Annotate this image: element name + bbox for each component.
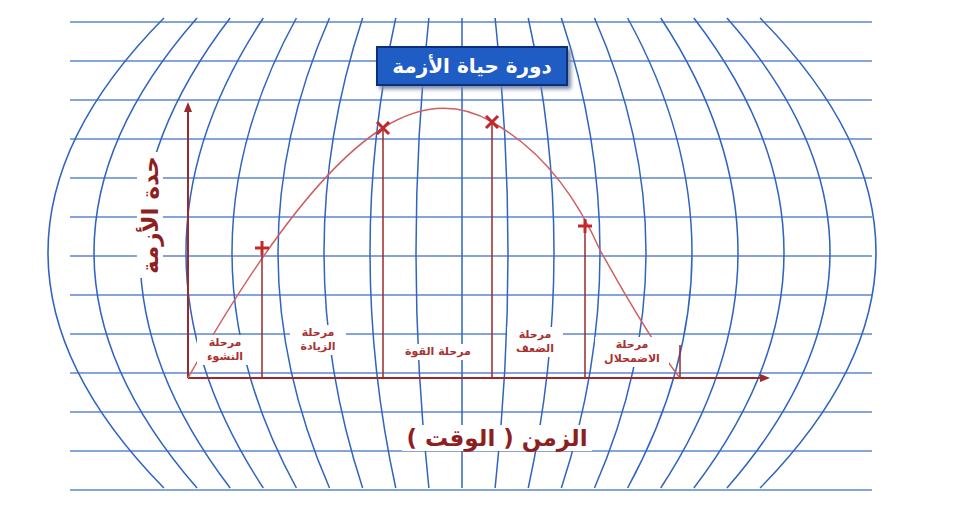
phase-label: مرحلة النشوء	[197, 335, 253, 366]
x-axis	[188, 377, 762, 379]
phase-label: مرحلة الاضمحلال	[595, 337, 669, 368]
y-axis	[187, 108, 189, 378]
crisis-curve	[188, 108, 680, 378]
y-axis-label: حدة الأزمة	[137, 152, 163, 278]
title-box: دورة حياة الأزمة	[376, 46, 568, 86]
phase-dividers	[262, 124, 680, 378]
diagram-title: دورة حياة الأزمة	[378, 48, 566, 84]
phase-label: مرحلة القوة	[386, 344, 490, 360]
x-axis-label: الزمن ( الوقت )	[402, 425, 591, 451]
curve-markers	[255, 116, 592, 255]
phase-label: مرحلة الضعف	[507, 327, 563, 358]
phase-label: مرحلة الزيادة	[290, 325, 346, 356]
x-axis-head	[760, 374, 770, 382]
y-axis-head	[184, 102, 192, 112]
